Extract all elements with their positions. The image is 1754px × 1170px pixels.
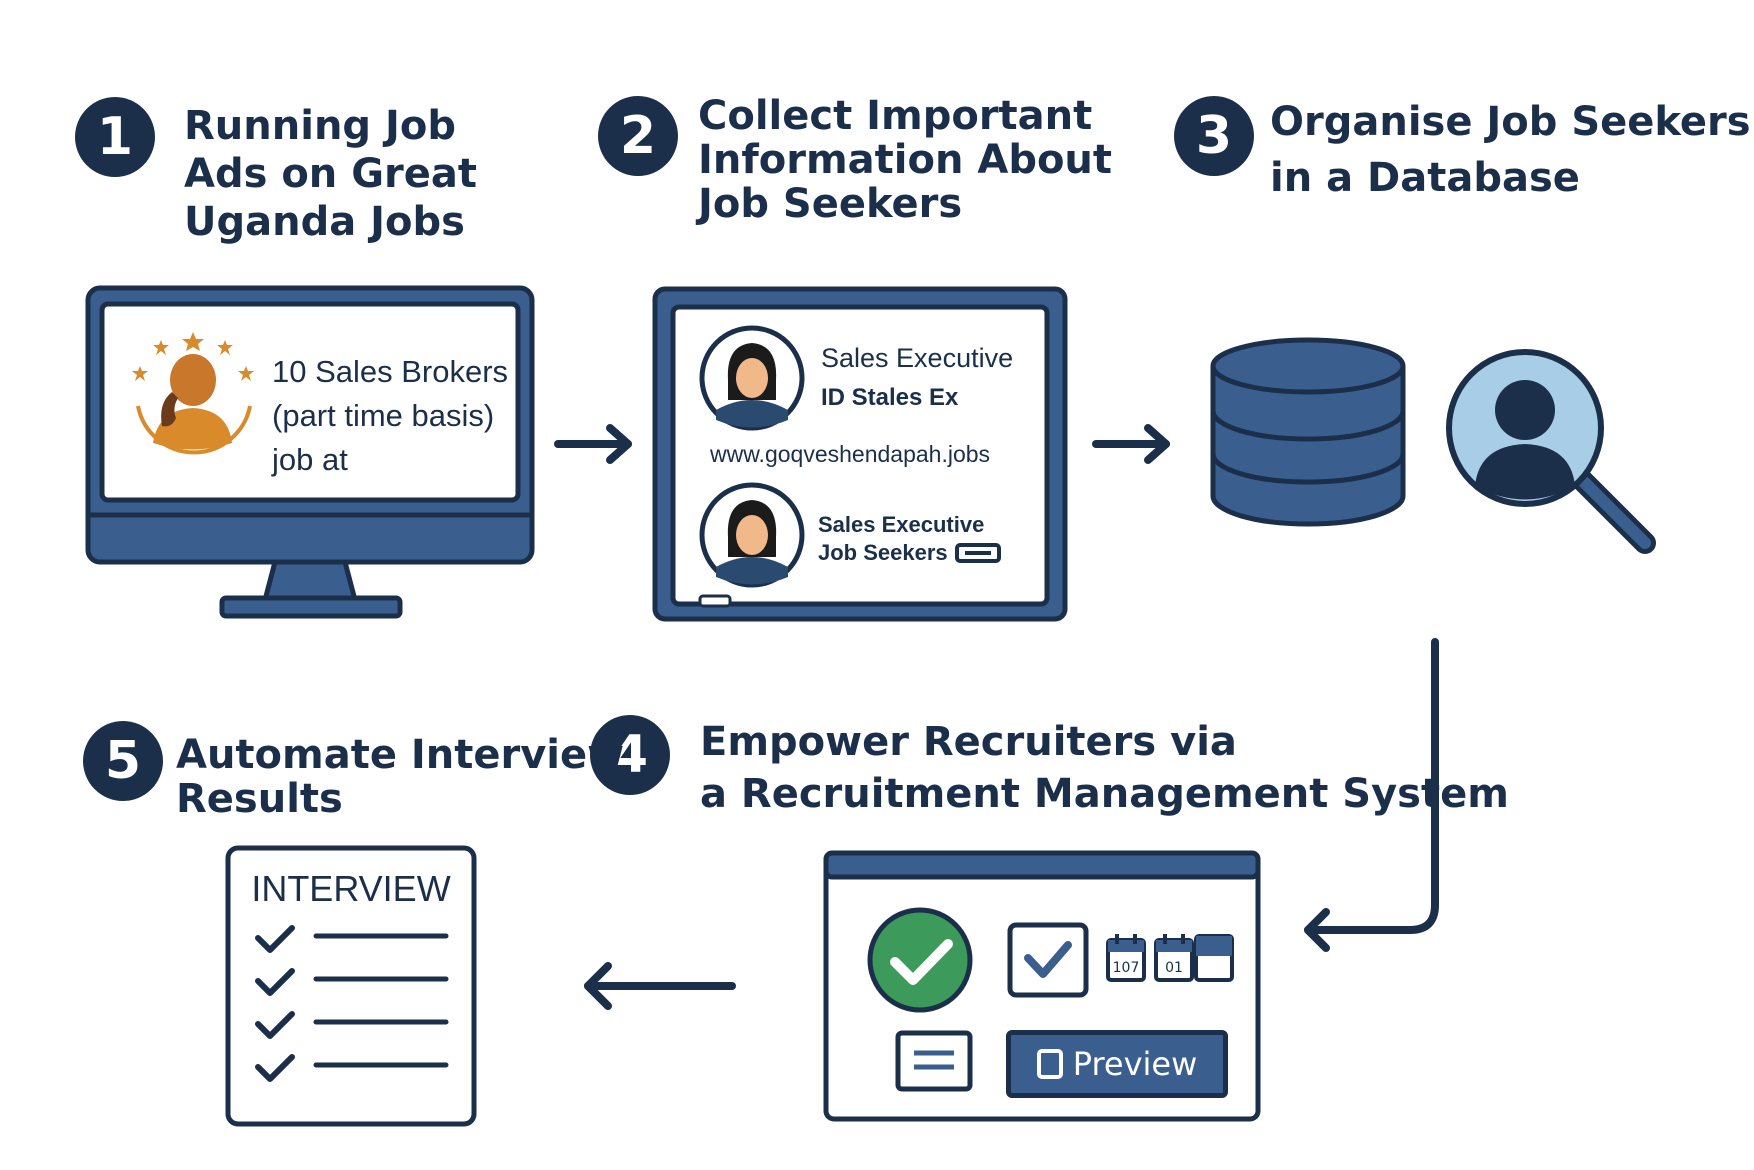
profile-url: www.goqveshendapah.jobs: [710, 441, 991, 467]
calendar-icon: [1154, 934, 1194, 982]
interview-heading: INTERVIEW: [251, 868, 451, 909]
monitor-base: [219, 595, 403, 619]
arrow-left-icon: [584, 962, 736, 1010]
step-3-badge: 3: [1174, 96, 1254, 176]
preview-button[interactable]: Preview: [1006, 1030, 1228, 1098]
message-icon: [895, 1030, 973, 1092]
profile-card-1-subtitle: ID Stales Ex: [821, 384, 959, 411]
calendar-icon: [1106, 934, 1146, 982]
step-5-title: Automate Interview Results: [176, 732, 625, 822]
database-icon: [1210, 337, 1406, 527]
user-avatar-icon: [699, 325, 805, 431]
step-1-title: Running Job Ads on Great Uganda Jobs: [184, 103, 478, 245]
elbow-arrow-icon: [1304, 638, 1439, 952]
checkmark-icon: [255, 925, 295, 1082]
profile-card-2-title: Sales Executive: [818, 512, 985, 537]
step-5-badge: 5: [83, 721, 163, 801]
profile-card-2-subtitle: Job Seekers: [818, 540, 948, 565]
interview-sheet-frame: [225, 845, 477, 1127]
step-2-title: Collect Important Information About Job …: [698, 93, 1113, 227]
step-2-badge: 2: [598, 96, 678, 176]
calendar-label-1: 107: [1112, 960, 1140, 976]
check-circle-icon: [867, 907, 973, 1013]
job-ad-text: 10 Sales Brokers (part time basis) job a…: [272, 354, 509, 477]
step-1-badge: 1: [75, 97, 155, 177]
arrow-right-icon: [1092, 424, 1170, 464]
arrow-right-icon: [554, 424, 632, 464]
profile-card-1-title: Sales Executive: [821, 343, 1014, 373]
calendar-label-2: 01: [1165, 960, 1183, 976]
step-4-title: Empower Recruiters via a Recruitment Man…: [700, 719, 1509, 817]
calendar-icon: [1194, 934, 1234, 982]
user-avatar-icon: [699, 482, 805, 588]
preview-button-label: Preview: [1072, 1045, 1198, 1083]
job-ad-person: [132, 332, 254, 455]
checkbox-icon[interactable]: [1007, 922, 1089, 998]
step-4-badge: 4: [590, 715, 670, 795]
star-icon: [132, 332, 254, 381]
step-3-title: Organise Job Seekers in a Database: [1270, 99, 1751, 201]
magnifier-user-icon: [1446, 349, 1656, 554]
rms-title-bar: [823, 850, 1261, 880]
search-icon: [1036, 1049, 1063, 1079]
